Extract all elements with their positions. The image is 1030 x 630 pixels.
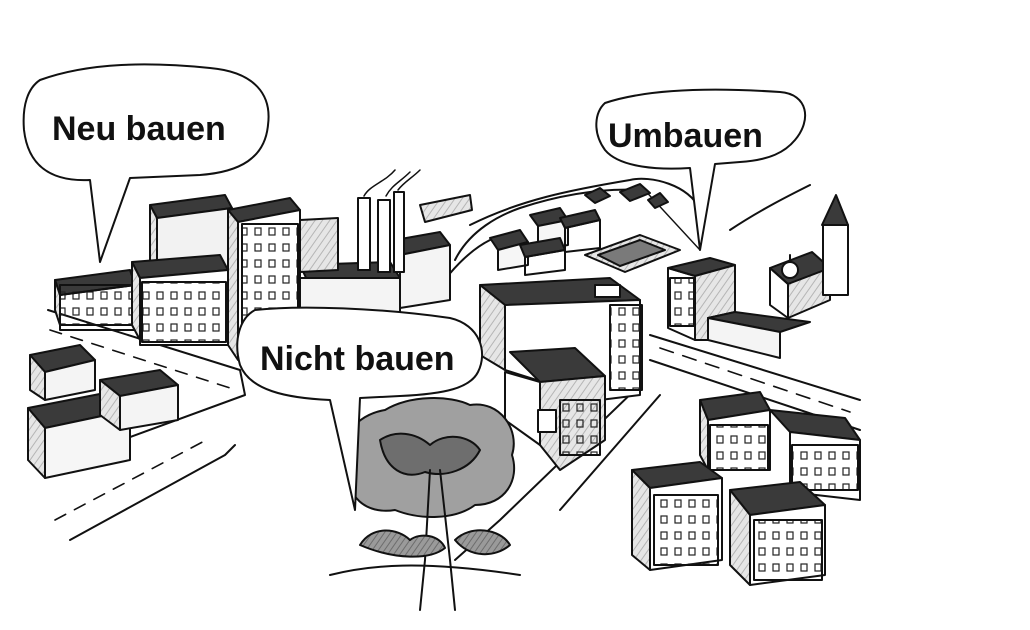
building-low-left-3 — [99, 369, 179, 431]
church — [769, 194, 849, 319]
block-right-2 — [769, 409, 861, 501]
block-right-4 — [729, 481, 826, 586]
hill-right — [469, 177, 811, 251]
chimneys — [357, 169, 421, 273]
bubble-no-build — [236, 306, 484, 511]
tree — [329, 397, 521, 611]
sports-field — [584, 234, 681, 273]
house-center — [504, 347, 606, 471]
block-right-3 — [631, 461, 723, 571]
rebuild-building — [667, 257, 811, 359]
label-rebuild: Umbauen — [608, 117, 763, 155]
highrise-2 — [131, 254, 229, 346]
office-block — [479, 277, 643, 401]
highrise-1 — [149, 194, 233, 271]
building-low-left-1 — [29, 344, 96, 401]
block-right-1 — [699, 391, 771, 471]
bubble-rebuild — [595, 88, 806, 251]
long-low-building — [54, 269, 136, 331]
label-new-build: Neu bauen — [52, 110, 226, 148]
houses-on-hill — [489, 183, 669, 276]
label-no-build: Nicht bauen — [260, 340, 455, 378]
bubble-new-build — [22, 63, 270, 263]
